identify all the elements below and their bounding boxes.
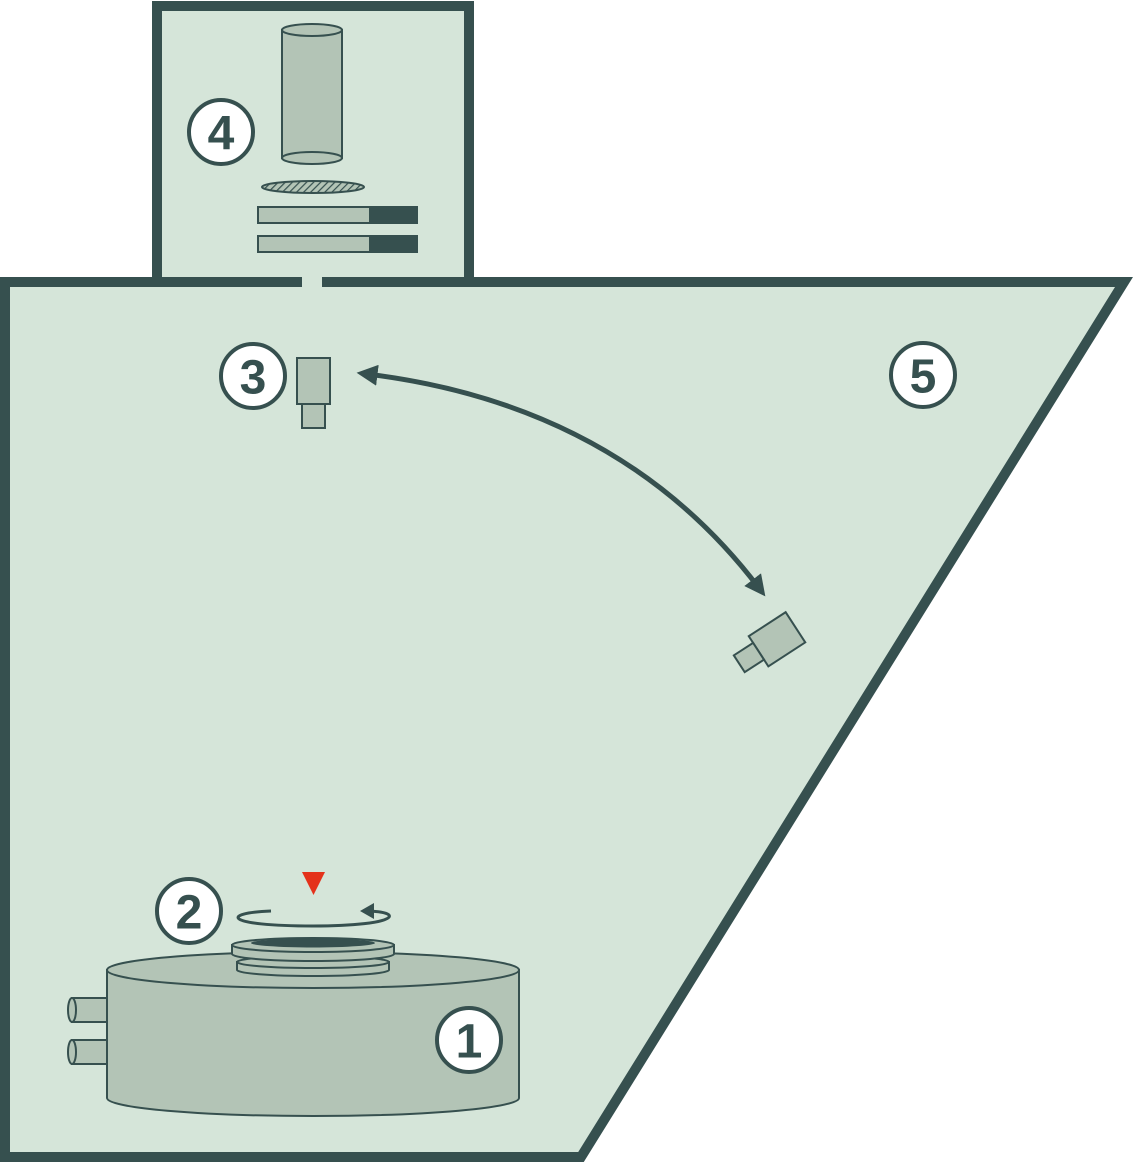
callout-label-5: 5: [910, 351, 937, 404]
module-port: [302, 274, 322, 290]
port-lower: [67, 1039, 110, 1065]
callout-badge-2: 2: [155, 877, 223, 945]
side-camera-icon: [732, 610, 807, 674]
top-camera-icon: [296, 357, 331, 429]
filter-disc-icon: [261, 180, 365, 194]
callout-badge-4: 4: [187, 98, 255, 166]
filter-slide-lower: [257, 235, 418, 253]
rotate-arrow-icon: [236, 903, 391, 928]
cylinder-icon: [281, 23, 343, 165]
beam-arrowhead-icon: [302, 872, 325, 895]
swing-arc-arrow-icon: [356, 364, 766, 597]
callout-badge-5: 5: [889, 341, 957, 409]
sample-holder: [231, 937, 395, 977]
callout-label-2: 2: [176, 887, 203, 940]
filter-module: [152, 1, 474, 287]
sample-stage: [67, 937, 520, 1117]
callout-badge-1: 1: [435, 1006, 503, 1074]
port-upper: [67, 997, 110, 1023]
callout-badge-3: 3: [219, 342, 287, 410]
filter-slide-upper: [257, 206, 418, 224]
callout-label-4: 4: [208, 108, 235, 161]
callout-label-1: 1: [456, 1016, 483, 1069]
callout-label-3: 3: [240, 352, 267, 405]
